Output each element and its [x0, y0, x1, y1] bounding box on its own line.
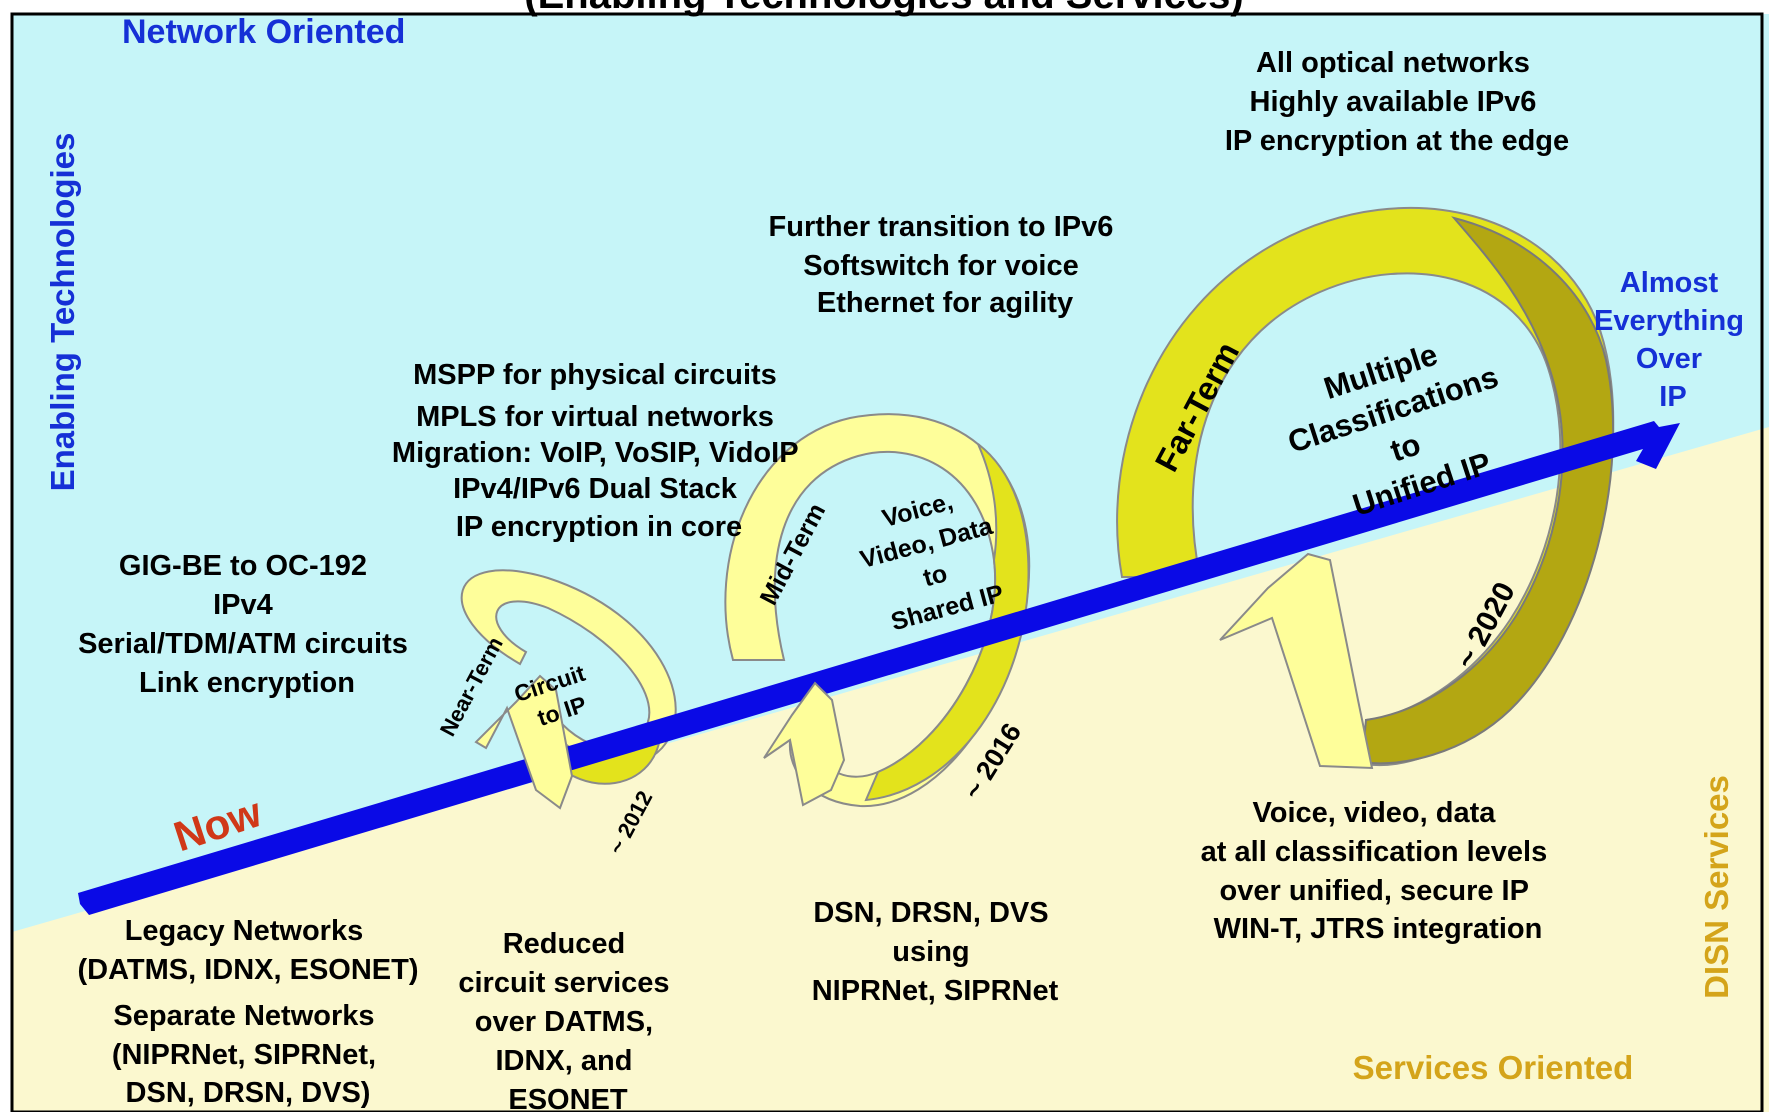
- timeline-arrow: [78, 421, 1680, 915]
- services-far-term-block: Voice, video, data at all classification…: [1201, 797, 1556, 945]
- tech-near-line-3: Migration: VoIP, VoSIP, VidoIP: [392, 437, 798, 469]
- tech-far-line-2: Highly available IPv6: [1250, 86, 1537, 118]
- services-now-separate-line-1: Separate Networks: [113, 1000, 374, 1032]
- tech-far-term-block: All optical networks Highly available IP…: [1225, 47, 1569, 157]
- far-term-arrowhead: [1219, 552, 1374, 770]
- diagram-frame: [10, 12, 1764, 1112]
- tech-near-line-5: IP encryption in core: [456, 511, 742, 543]
- tech-now-line-1: GIG-BE to OC-192: [119, 550, 367, 582]
- services-mid-line-1: DSN, DRSN, DVS: [813, 897, 1048, 929]
- services-mid-line-3: NIPRNet, SIPRNet: [812, 975, 1059, 1007]
- services-now-separate-line-2: (NIPRNet, SIPRNet,: [112, 1039, 376, 1071]
- enabling-technologies-label: Enabling Technologies: [44, 133, 81, 492]
- services-near-line-4: IDNX, and: [495, 1045, 632, 1077]
- tech-mid-term-block: Further transition to IPv6 Softswitch fo…: [769, 211, 1122, 319]
- tech-far-line-3: IP encryption at the edge: [1225, 125, 1569, 157]
- services-far-line-2: at all classification levels: [1201, 836, 1548, 868]
- services-near-line-2: circuit services: [458, 967, 669, 999]
- tech-now-line-2: IPv4: [213, 589, 273, 621]
- tech-far-line-1: All optical networks: [1256, 47, 1530, 79]
- services-near-line-3: over DATMS,: [475, 1006, 653, 1038]
- tech-near-term-block: MSPP for physical circuits MPLS for virt…: [392, 359, 806, 543]
- end-label-line-2: Everything: [1594, 305, 1744, 337]
- mid-term-loop-shade: [864, 443, 1030, 802]
- services-oriented-label: Services Oriented: [1353, 1049, 1634, 1086]
- services-far-line-4: WIN-T, JTRS integration: [1214, 913, 1543, 945]
- network-oriented-label: Network Oriented: [122, 13, 405, 51]
- tech-now-block: GIG-BE to OC-192 IPv4 Serial/TDM/ATM cir…: [78, 550, 416, 699]
- end-label-line-4: IP: [1659, 381, 1686, 413]
- mid-term-arrowhead: [763, 681, 846, 807]
- services-far-line-3: over unified, secure IP: [1220, 875, 1529, 907]
- services-near-line-1: Reduced: [503, 928, 625, 960]
- almost-everything-over-ip-label: Almost Everything Over IP: [1594, 267, 1752, 413]
- services-far-line-1: Voice, video, data: [1253, 797, 1497, 829]
- far-term-loop-back: [1116, 206, 1615, 767]
- mid-term-loop: [724, 413, 1031, 808]
- tech-near-line-4: IPv4/IPv6 Dual Stack: [453, 473, 738, 505]
- tech-mid-line-3: Ethernet for agility: [817, 287, 1073, 319]
- tech-now-line-3: Serial/TDM/ATM circuits: [78, 628, 408, 660]
- end-label-line-3: Over: [1636, 343, 1702, 375]
- services-now-legacy-line-1: Legacy Networks: [125, 915, 364, 947]
- services-now-legacy-line-2: (DATMS, IDNX, ESONET): [77, 954, 418, 986]
- services-now-separate-block: Separate Networks (NIPRNet, SIPRNet, DSN…: [112, 1000, 384, 1109]
- near-term-arrowhead: [474, 674, 574, 810]
- tech-mid-line-1: Further transition to IPv6: [769, 211, 1114, 243]
- services-now-legacy-block: Legacy Networks (DATMS, IDNX, ESONET): [77, 915, 418, 986]
- tech-near-line-2: MPLS for virtual networks: [416, 401, 774, 433]
- services-mid-line-2: using: [892, 936, 969, 968]
- services-near-term-block: Reduced circuit services over DATMS, IDN…: [458, 928, 677, 1112]
- services-near-line-5: ESONET: [508, 1084, 628, 1112]
- disn-services-label: DISN Services: [1698, 775, 1735, 999]
- diagram-title: (Enabling Technologies and Services): [524, 0, 1243, 17]
- tech-mid-line-2: Softswitch for voice: [803, 250, 1079, 282]
- tech-near-line-1: MSPP for physical circuits: [413, 359, 777, 391]
- services-now-separate-line-3: DSN, DRSN, DVS): [126, 1077, 371, 1109]
- tech-now-line-4: Link encryption: [139, 667, 355, 699]
- end-label-line-1: Almost: [1620, 267, 1719, 299]
- services-mid-term-block: DSN, DRSN, DVS using NIPRNet, SIPRNet: [812, 897, 1059, 1007]
